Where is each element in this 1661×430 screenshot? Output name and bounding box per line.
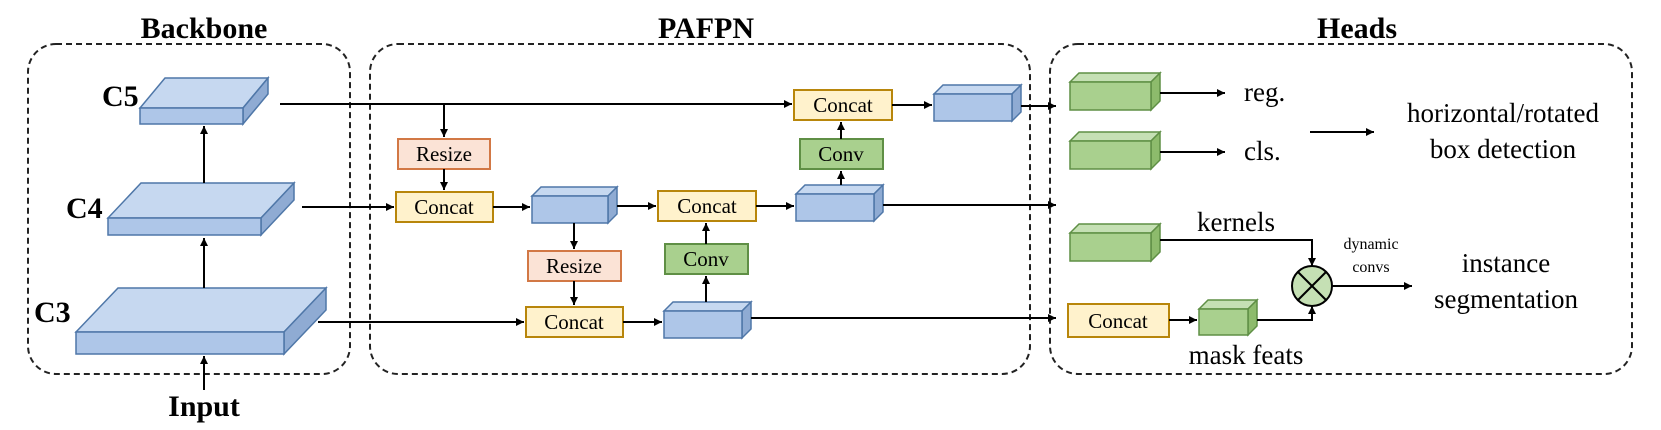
concat-left-box [395, 191, 494, 223]
box-detection-label-line1: horizontal/rotated [1407, 98, 1599, 128]
concat-top-right-label: Concat [813, 93, 873, 117]
arrow-kernels-to-dynamic-conv [1160, 239, 1316, 266]
c5-label: C5 [102, 80, 139, 113]
pafpn-feature-block-3 [794, 183, 885, 223]
concat-mid-box [657, 190, 757, 222]
heads-concat-label: Concat [1088, 309, 1148, 333]
box-detection-label-line2: box detection [1430, 134, 1577, 164]
concat-top-right-box [793, 89, 893, 121]
mask-feats-label: mask feats [1189, 340, 1304, 370]
instance-segmentation-label-line1: instance [1462, 248, 1550, 278]
reg-head-block [1068, 71, 1162, 112]
resize-mid-label: Resize [546, 254, 602, 278]
conv-mid-label: Conv [683, 247, 729, 271]
c5-feature-block [138, 75, 270, 127]
pafpn-feature-block-2 [662, 300, 753, 340]
heads-section-border [1049, 43, 1633, 375]
conv-top-box [799, 138, 884, 170]
c3-feature-block [74, 286, 328, 356]
kernels-head-block [1068, 222, 1162, 263]
resize-top-label: Resize [416, 142, 472, 166]
concat-bottom-label: Concat [544, 310, 604, 334]
cls-label: cls. [1244, 136, 1281, 166]
dynamic-convs-label-line1: dynamic [1343, 236, 1398, 253]
backbone-title: Backbone [141, 12, 268, 45]
cls-head-block [1068, 130, 1162, 171]
pafpn-feature-block-1 [530, 185, 619, 225]
concat-left-label: Concat [414, 195, 474, 219]
dynamic-convs-label-line2: convs [1352, 259, 1389, 276]
c4-feature-block [106, 181, 296, 237]
dynamic-conv-operator-icon [1291, 265, 1333, 307]
kernels-label: kernels [1197, 207, 1275, 237]
resize-mid-box [527, 250, 622, 282]
pafpn-feature-block-4 [932, 83, 1023, 123]
conv-top-label: Conv [818, 142, 864, 166]
pafpn-section-border [369, 43, 1031, 375]
pafpn-title: PAFPN [658, 12, 754, 45]
mask-feats-block [1197, 298, 1259, 337]
c4-label: C4 [66, 192, 103, 225]
heads-title: Heads [1317, 12, 1397, 45]
backbone-section-border [27, 43, 351, 375]
arrow-mask-to-dynamic-conv [1257, 306, 1316, 321]
input-label: Input [168, 390, 240, 423]
c3-label: C3 [34, 296, 71, 329]
reg-label: reg. [1244, 77, 1285, 107]
instance-segmentation-label-line2: segmentation [1434, 284, 1578, 314]
conv-mid-box [664, 243, 749, 275]
concat-mid-label: Concat [677, 194, 737, 218]
